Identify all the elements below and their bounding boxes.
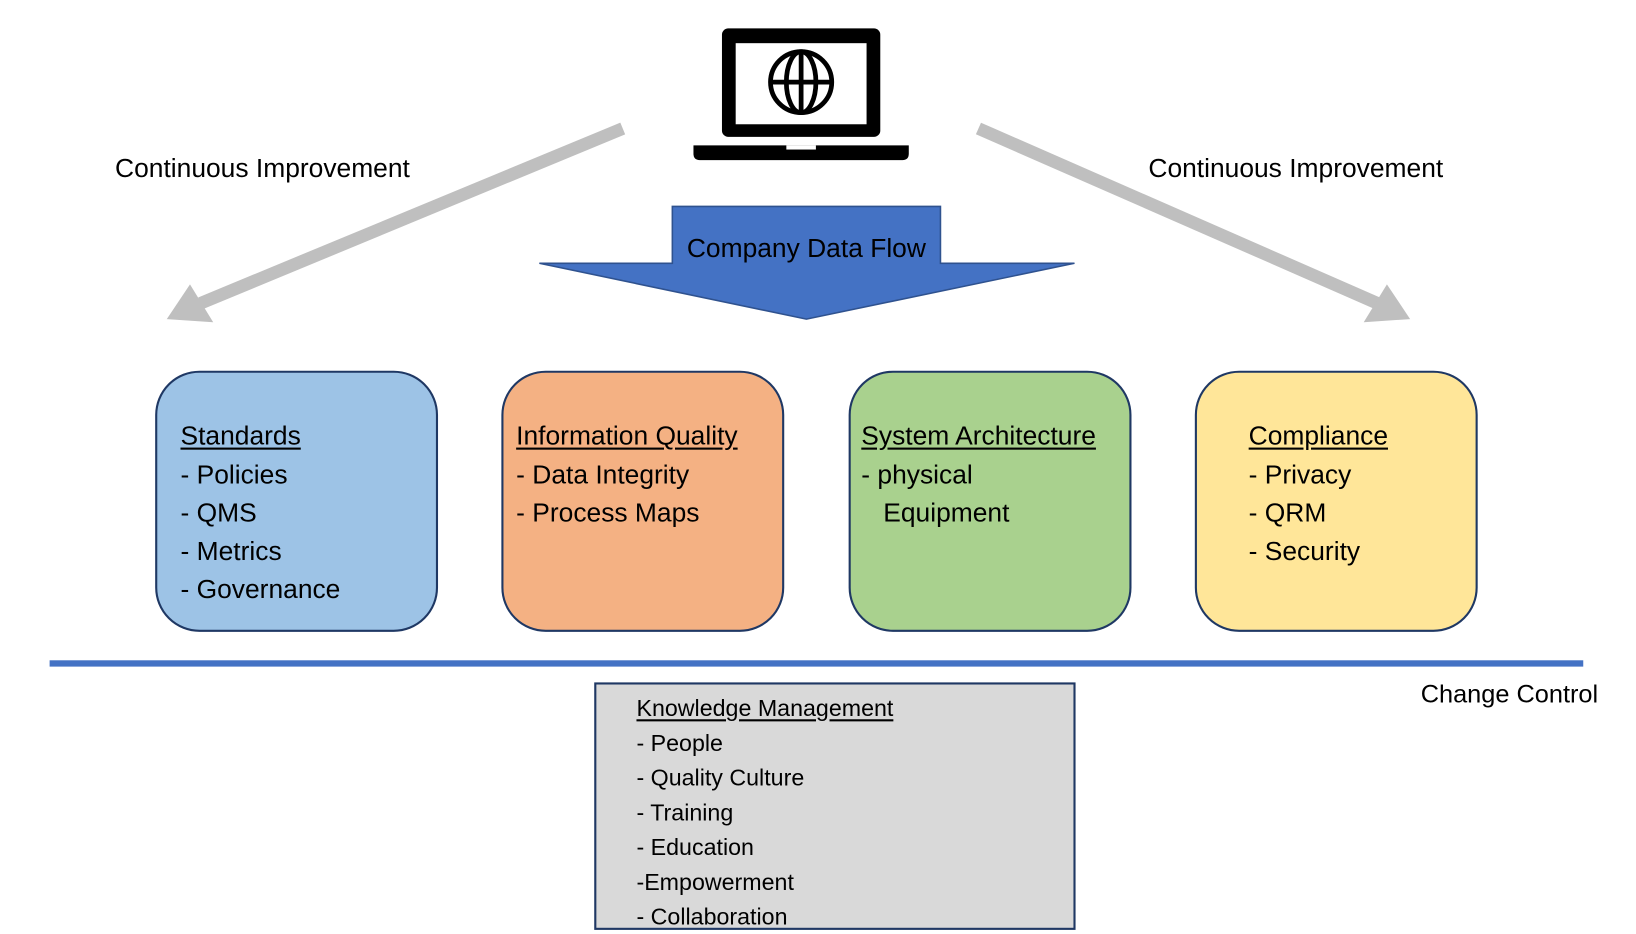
box-item: - Privacy: [1248, 459, 1352, 490]
km-item: - People: [636, 729, 723, 757]
km-item: - Education: [636, 834, 754, 861]
left-improvement-label: Continuous Improvement: [115, 153, 410, 184]
box-item: - physical: [861, 459, 973, 490]
right-improvement-label: Continuous Improvement: [1148, 153, 1444, 184]
km-item: -Empowerment: [636, 868, 794, 896]
box-title: Information Quality: [516, 421, 738, 451]
laptop-globe-icon: [693, 28, 909, 161]
change-control-label: Change Control: [1420, 680, 1599, 709]
box-item: - Process Maps: [516, 498, 700, 528]
company-data-flow-label: Company Data Flow: [686, 233, 926, 264]
system-architecture-box: System Architecture - physical Equipment: [848, 370, 1132, 632]
box-item: - Data Integrity: [516, 459, 690, 490]
box-item: - Governance: [180, 574, 341, 605]
right-improvement-arrow: [975, 122, 1411, 323]
compliance-box: Compliance - Privacy - QRM - Security: [1194, 370, 1478, 632]
box-title: System Architecture: [861, 421, 1096, 451]
box-title: Standards: [180, 421, 301, 451]
km-title: Knowledge Management: [636, 695, 894, 722]
box-item: - Policies: [180, 459, 288, 490]
standards-box: Standards - Policies - QMS - Metrics - G…: [155, 370, 439, 632]
box-item: - QMS: [180, 498, 257, 528]
box-item: - Metrics: [180, 536, 282, 567]
box-title: Compliance: [1248, 421, 1388, 451]
company-data-flow-arrow: [539, 205, 1075, 320]
km-item: - Collaboration: [636, 903, 788, 930]
box-item: - QRM: [1248, 498, 1327, 528]
km-item: - Training: [636, 799, 734, 826]
km-item: - Quality Culture: [636, 764, 805, 791]
box-item: - Security: [1248, 536, 1361, 567]
box-item: Equipment: [861, 498, 1010, 528]
left-improvement-arrow: [166, 122, 626, 323]
information-quality-box: Information Quality - Data Integrity - P…: [501, 370, 785, 632]
change-control-line: [49, 660, 1584, 667]
knowledge-management-box: Knowledge Management - People - Quality …: [594, 682, 1076, 930]
